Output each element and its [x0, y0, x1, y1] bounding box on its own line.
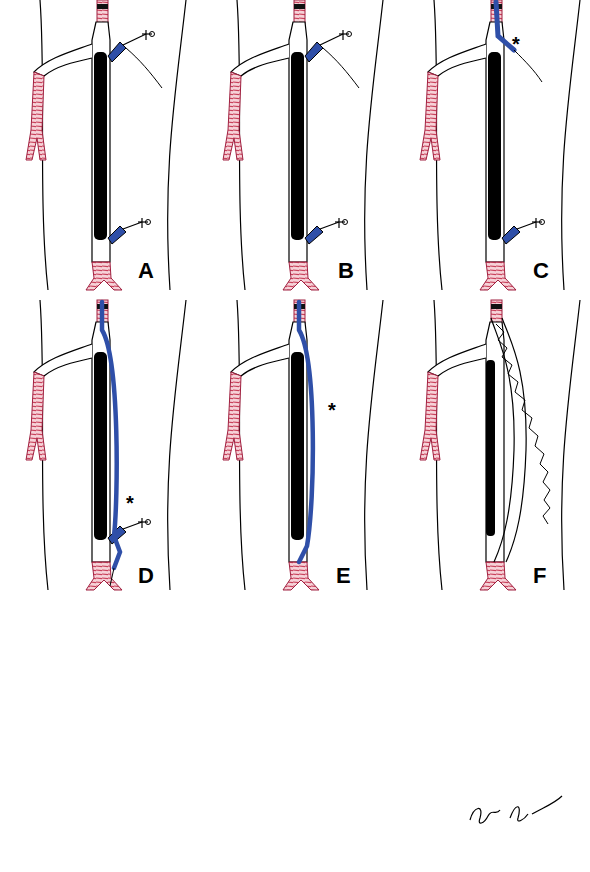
asterisk-marker: *: [126, 493, 134, 513]
panel-letter: C: [533, 260, 549, 282]
panel-letter: F: [533, 565, 546, 587]
asterisk-marker: *: [328, 400, 336, 420]
panel-letter: B: [338, 260, 354, 282]
panel-letter: D: [138, 565, 154, 587]
asterisk-marker: *: [512, 34, 520, 54]
panel-letter: A: [138, 260, 154, 282]
panel-letter: E: [336, 565, 351, 587]
